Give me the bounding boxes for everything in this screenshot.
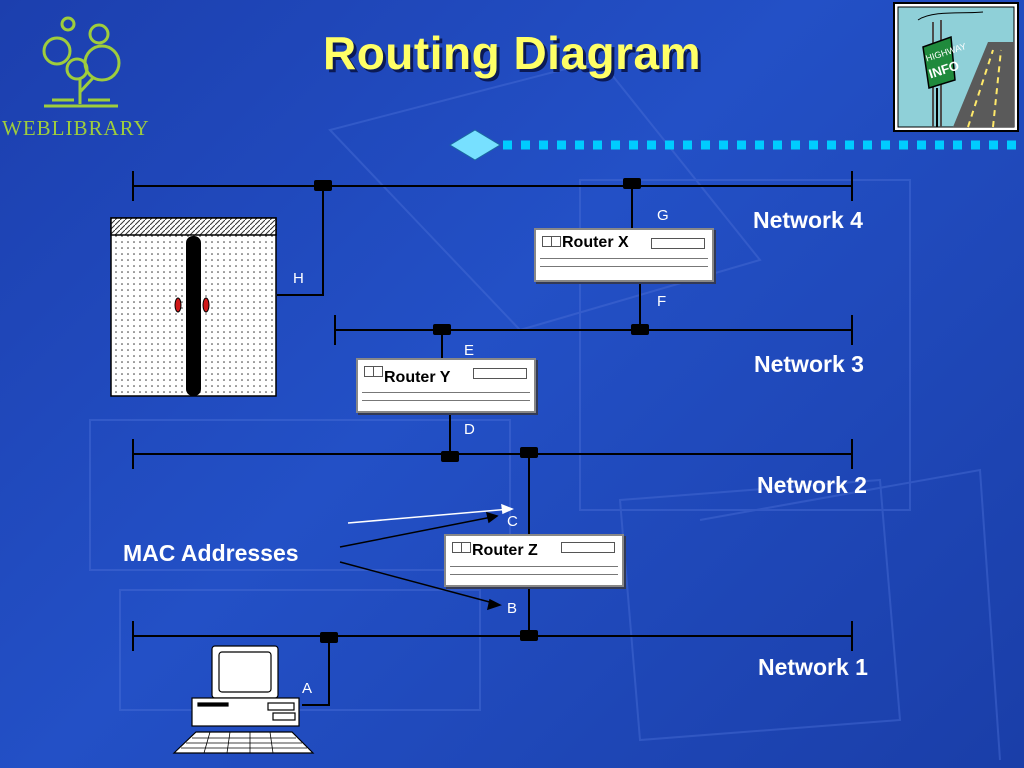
router-y-led-2 [373, 366, 383, 377]
mac-letter-a: A [302, 680, 313, 697]
router-x-label: Router X [562, 234, 629, 251]
router-x-led-2 [551, 236, 561, 247]
computer-icon [172, 645, 315, 754]
connector-f [631, 324, 649, 335]
server-block [110, 217, 277, 397]
network-2-bus [132, 439, 853, 469]
mac-letter-h: H [293, 270, 304, 287]
router-x-divider-1 [540, 258, 708, 259]
connector-g [623, 178, 641, 189]
mac-letter-d: D [464, 421, 475, 438]
router-y-divider-1 [362, 392, 530, 393]
network-3-label: Network 3 [754, 351, 864, 377]
diamond-marker [449, 129, 501, 161]
network-1-label: Network 1 [758, 654, 868, 680]
connector-d [441, 451, 459, 462]
mac-letter-f: F [657, 293, 667, 310]
router-z-divider-1 [450, 566, 618, 567]
connector-c [520, 447, 538, 458]
connector-h [314, 180, 332, 191]
weblibrary-logo [42, 16, 121, 108]
connector-a [320, 632, 338, 643]
network-2-label: Network 2 [757, 472, 867, 498]
mac-letter-c: C [507, 513, 518, 530]
page-title: Routing Diagram [322, 27, 702, 79]
router-x-divider-2 [540, 266, 708, 267]
router-z: Router Z [444, 534, 624, 587]
mac-arrows [339, 511, 502, 611]
router-y: Router Y [356, 358, 536, 413]
router-z-led-2 [461, 542, 471, 553]
logo-text: WEBLIBRARY [2, 116, 150, 140]
router-z-slot [561, 542, 615, 553]
mac-letter-g: G [657, 207, 669, 224]
router-y-label: Router Y [384, 369, 451, 386]
computer-drop-line [302, 636, 330, 706]
connector-e [433, 324, 451, 335]
network-1-bus [132, 621, 853, 651]
mac-addresses-label: MAC Addresses [123, 540, 299, 566]
dotted-rule [449, 129, 1024, 161]
router-x-slot [651, 238, 705, 249]
connector-b [520, 630, 538, 641]
router-z-label: Router Z [472, 542, 538, 559]
mac-letter-e: E [464, 342, 475, 359]
router-y-divider-2 [362, 400, 530, 401]
mac-white-arrow [347, 503, 514, 524]
router-y-slot [473, 368, 527, 379]
router-z-divider-2 [450, 574, 618, 575]
network-3-bus [334, 315, 853, 345]
mac-letter-b: B [507, 600, 518, 617]
server-drop-line [277, 186, 324, 296]
network-4-label: Network 4 [753, 207, 863, 233]
network-4-bus [132, 171, 853, 201]
highway-info-icon: HIGHWAY INFO [893, 2, 1019, 132]
router-x: Router X [534, 228, 714, 282]
